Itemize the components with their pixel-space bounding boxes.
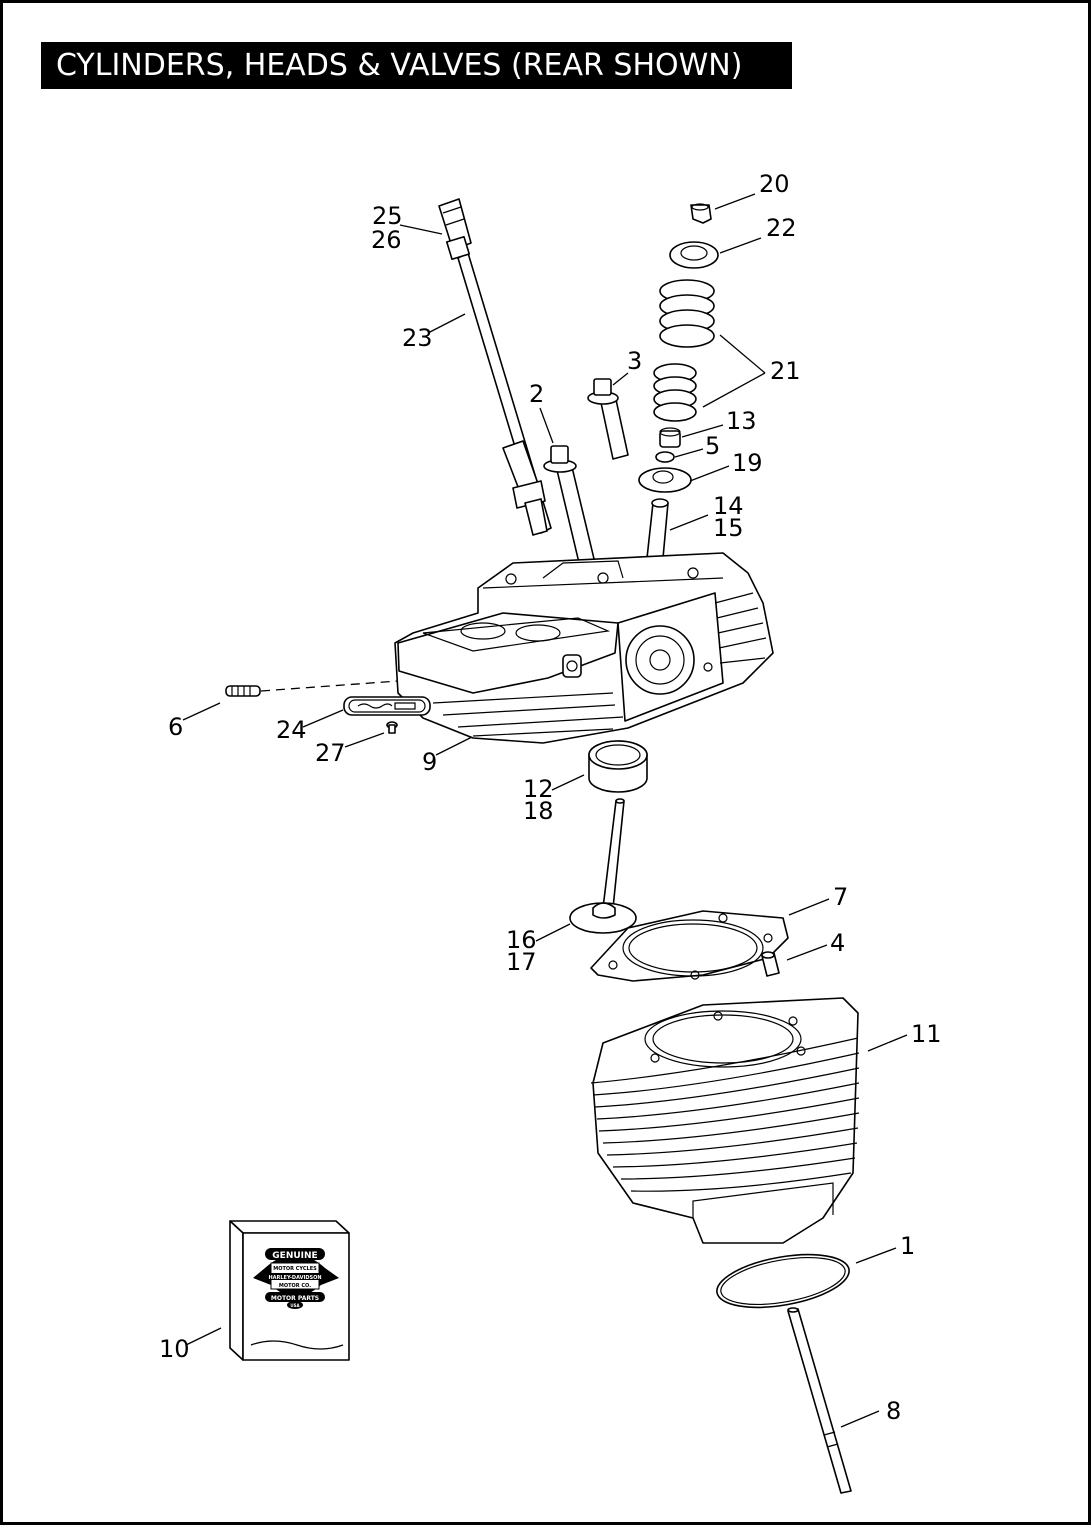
genuine-motor-parts-logo: GENUINE MOTOR CYCLES HARLEY-DAVIDSON MOT… [253,1248,339,1309]
callout-14: 14 [713,492,744,520]
logo-top-text: GENUINE [272,1251,317,1261]
callout-17: 17 [506,948,537,976]
valve-keeper-part [690,203,712,224]
small-spring-part [225,680,399,697]
callout-9: 9 [422,748,437,776]
parts-box-part: GENUINE MOTOR CYCLES HARLEY-DAVIDSON MOT… [229,1220,350,1361]
valve-part [569,798,637,934]
dowel-pin-part [761,951,780,977]
valve-seat-ring-part [588,740,648,793]
pushrod-tube-upper-part [587,378,629,460]
callout-3: 3 [627,347,642,375]
exploded-parts-diagram: GENUINE MOTOR CYCLES HARLEY-DAVIDSON MOT… [159,170,942,1494]
o-ring-part [716,1253,850,1309]
callout-6: 6 [168,713,183,741]
callout-23: 23 [402,324,433,352]
callout-19: 19 [732,449,763,477]
head-gasket-part [590,910,789,982]
spring-retainer-part [669,241,719,269]
callout-22: 22 [766,214,797,242]
callout-4: 4 [830,929,845,957]
callout-21: 21 [770,357,801,385]
callout-25: 25 [372,202,403,230]
callout-13: 13 [726,407,757,435]
logo-brand-line2: HARLEY-DAVIDSON [268,1275,321,1281]
logo-seal-text: USA [290,1303,300,1308]
callout-16: 16 [506,926,537,954]
callout-18: 18 [523,797,554,825]
logo-brand-line1: MOTOR CYCLES [273,1266,317,1272]
pushrod-part [787,1307,852,1494]
callout-5: 5 [705,432,720,460]
callout-1: 1 [900,1232,915,1260]
callout-27: 27 [315,739,346,767]
small-screw-part [386,721,398,734]
cylinder-part [590,997,860,1244]
callout-15: 15 [713,514,744,542]
valve-seal-part [655,427,681,463]
callout-12: 12 [523,775,554,803]
callout-10: 10 [159,1335,190,1363]
valve-guide-part [646,498,669,559]
callout-11: 11 [911,1020,942,1048]
cylinder-head-part [394,552,774,744]
callout-8: 8 [886,1397,901,1425]
callout-2: 2 [529,380,544,408]
sensor-rod-part [438,198,552,536]
logo-bottom-text: MOTOR PARTS [271,1295,319,1302]
page-title: CYLINDERS, HEADS & VALVES (REAR SHOWN) [41,42,792,89]
callout-7: 7 [833,883,848,911]
callout-26: 26 [371,226,402,254]
callout-labels: 20 22 25 26 23 3 21 2 13 5 19 14 15 6 24… [159,170,942,1425]
logo-brand-line3: MOTOR CO. [279,1283,311,1289]
spring-seat-part [638,467,692,493]
pushrod-tube-lower-part [543,445,596,568]
nameplate-part [343,696,431,716]
callout-24: 24 [276,716,307,744]
callout-20: 20 [759,170,790,198]
valve-springs-part [653,279,715,422]
leader-lines [182,193,908,1428]
